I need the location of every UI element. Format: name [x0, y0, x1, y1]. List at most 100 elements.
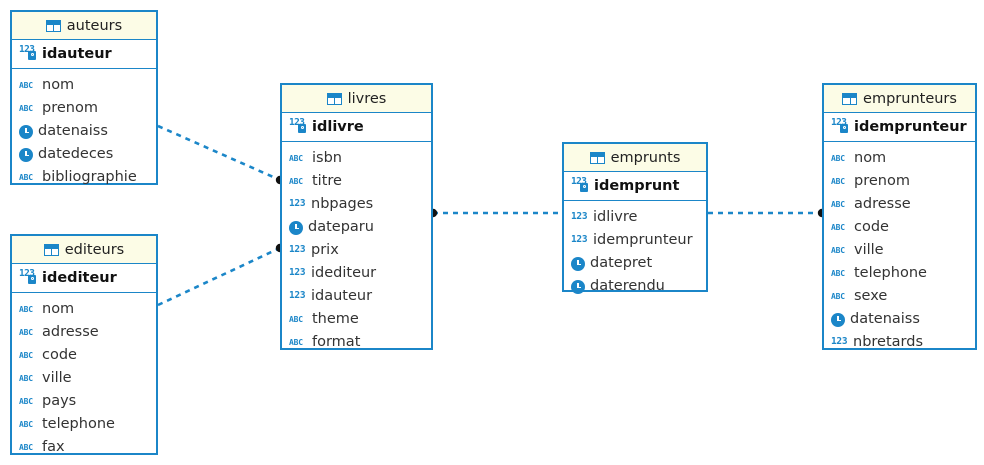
- relationship-emprunts-emprunteurs[interactable]: [708, 208, 827, 218]
- field-name: idediteur: [311, 265, 377, 282]
- number-123-icon: 123: [289, 266, 306, 278]
- field-name: nom: [42, 301, 75, 318]
- field-row[interactable]: daterendu: [564, 275, 706, 298]
- field-name: datepret: [590, 255, 653, 272]
- clock-date-icon: [19, 124, 33, 139]
- primary-key-name: idemprunt: [594, 177, 680, 194]
- field-row[interactable]: 123 idediteur: [282, 262, 431, 285]
- clock-date-icon: [19, 147, 33, 162]
- field-row[interactable]: datepret: [564, 252, 706, 275]
- table-header-emprunts[interactable]: emprunts: [564, 144, 706, 172]
- table-header-emprunteurs[interactable]: emprunteurs: [824, 85, 975, 113]
- field-name: telephone: [42, 416, 115, 433]
- text-abc-icon: ABC: [19, 373, 33, 383]
- text-abc-icon: ABC: [831, 291, 845, 301]
- field-row[interactable]: datenaiss: [824, 308, 975, 331]
- field-row[interactable]: dateparu: [282, 216, 431, 239]
- text-abc-icon: ABC: [19, 103, 33, 113]
- field-name: ville: [854, 242, 884, 259]
- field-name: isbn: [312, 150, 342, 167]
- relationship-line: [157, 246, 281, 307]
- table-header-auteurs[interactable]: auteurs: [12, 12, 156, 40]
- field-name: datedeces: [38, 146, 114, 163]
- field-row[interactable]: ABC bibliographie: [12, 166, 156, 189]
- text-abc-icon: ABC: [19, 172, 33, 182]
- text-abc-icon: ABC: [831, 268, 845, 278]
- text-abc-icon: ABC: [831, 176, 845, 186]
- field-row[interactable]: datenaiss: [12, 120, 156, 143]
- field-row[interactable]: datedeces: [12, 143, 156, 166]
- field-name: format: [312, 334, 361, 351]
- relationship-editeurs-livres[interactable]: [157, 243, 285, 307]
- field-name: idauteur: [311, 288, 373, 305]
- text-abc-icon: ABC: [831, 245, 845, 255]
- primary-key-name: idauteur: [42, 45, 112, 62]
- relationship-livres-emprunts[interactable]: [428, 208, 562, 218]
- primary-key-123-icon: 123: [19, 45, 37, 62]
- primary-key-row[interactable]: 123 idauteur: [12, 40, 156, 69]
- table-name: livres: [347, 90, 387, 107]
- table-grid-icon: [326, 92, 342, 105]
- table-header-editeurs[interactable]: editeurs: [12, 236, 156, 264]
- field-name: prix: [311, 242, 339, 259]
- text-abc-icon: ABC: [289, 153, 303, 163]
- field-row[interactable]: ABC ville: [824, 239, 975, 262]
- table-grid-icon: [842, 92, 858, 105]
- table-name: editeurs: [64, 241, 125, 258]
- relationship-auteurs-livres[interactable]: [157, 124, 285, 185]
- table-header-livres[interactable]: livres: [282, 85, 431, 113]
- field-name: adresse: [854, 196, 911, 213]
- field-name: adresse: [42, 324, 99, 341]
- text-abc-icon: ABC: [831, 222, 845, 232]
- number-123-icon: 123: [289, 197, 306, 209]
- field-row[interactable]: 123 prix: [282, 239, 431, 262]
- field-name: fax: [42, 439, 65, 456]
- field-name: bibliographie: [42, 169, 137, 186]
- clock-date-icon: [571, 279, 585, 294]
- field-name: nom: [854, 150, 887, 167]
- field-name: code: [42, 347, 77, 364]
- number-123-icon: 123: [289, 243, 306, 255]
- text-abc-icon: ABC: [289, 314, 303, 324]
- primary-key-row[interactable]: 123 idediteur: [12, 264, 156, 293]
- primary-key-name: idediteur: [42, 269, 117, 286]
- primary-key-123-icon: 123: [19, 269, 37, 286]
- field-row[interactable]: ABC isbn: [282, 147, 431, 170]
- text-abc-icon: ABC: [289, 176, 303, 186]
